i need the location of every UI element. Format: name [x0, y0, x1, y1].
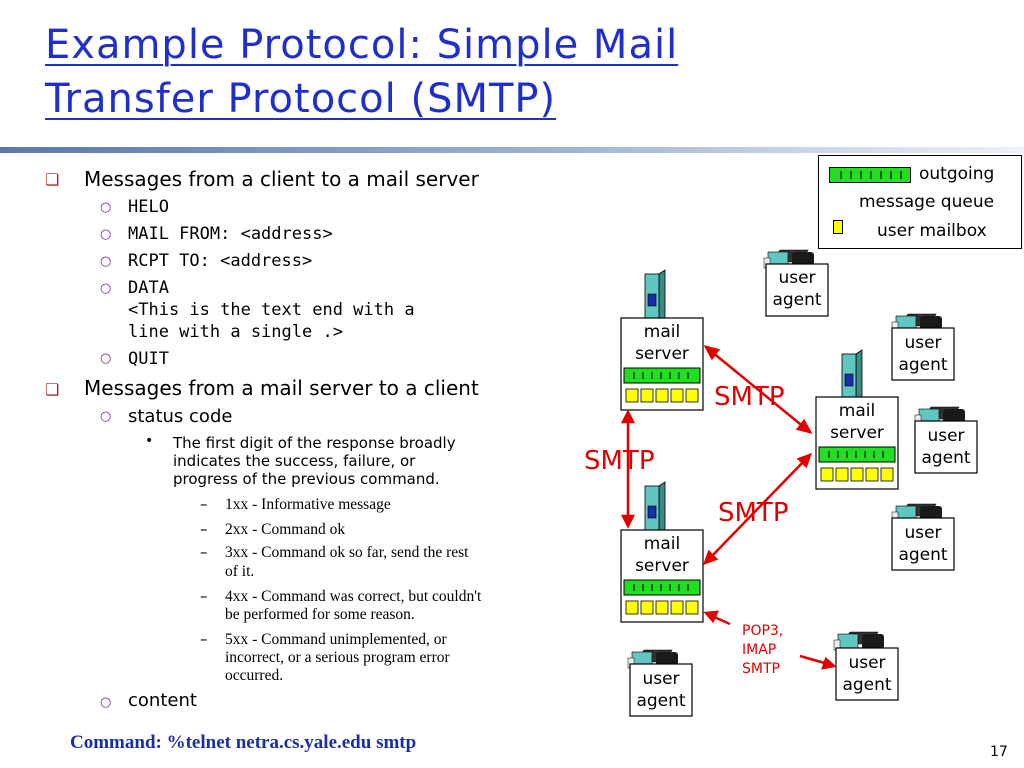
- code-2xx: 2xx - Command ok: [225, 521, 346, 538]
- smtp-label-top: SMTP: [714, 382, 785, 412]
- first-digit-line-3: progress of the previous command.: [173, 470, 440, 488]
- legend-outgoing: outgoing: [919, 164, 995, 184]
- status-code-label: status code: [128, 406, 233, 427]
- client-heading: Messages from a client to a mail server: [84, 167, 479, 191]
- slide-title: Example Protocol: Simple Mail Transfer P…: [45, 18, 945, 126]
- circle-bullet-icon: ○: [100, 351, 112, 366]
- command-quit: QUIT: [128, 349, 169, 369]
- circle-bullet-icon: ○: [100, 281, 112, 296]
- code-4xx-line-2: be performed for some reason.: [225, 606, 415, 623]
- command-helo: HELO: [128, 197, 169, 217]
- circle-bullet-icon: ○: [100, 695, 112, 710]
- user-agent-top-label: user agent: [772, 268, 822, 310]
- smtp-label-left: SMTP: [584, 446, 655, 476]
- user-agent-bottom-right-label: user agent: [842, 653, 892, 695]
- code-5xx-line-2: incorrect, or a serious program error: [225, 649, 450, 666]
- mail-server-bottom-label: mail server: [635, 534, 689, 576]
- title-line-1: Example Protocol: Simple Mail: [45, 22, 679, 68]
- square-bullet-icon: ❏: [45, 380, 60, 399]
- title-line-2: Transfer Protocol (SMTP): [45, 76, 557, 122]
- mail-server-right-label: mail server: [830, 401, 884, 443]
- pop-imap-smtp-label: POP3, IMAP SMTP: [742, 623, 784, 677]
- mail-server-top-label: mail server: [635, 322, 689, 364]
- dash-bullet-icon: –: [200, 495, 208, 513]
- dash-bullet-icon: –: [200, 630, 208, 648]
- telnet-command: Command: %telnet netra.cs.yale.edu smtp: [70, 732, 417, 753]
- smtp-diagram: [620, 249, 978, 717]
- command-rcpt-to: RCPT TO: <address>: [128, 251, 313, 271]
- user-agent-right-1-label: user agent: [898, 333, 948, 375]
- dot-bullet-icon: •: [145, 433, 154, 449]
- circle-bullet-icon: ○: [100, 200, 112, 215]
- page-number: 17: [990, 744, 1008, 760]
- code-3xx-line-2: of it.: [225, 563, 255, 580]
- user-mailbox-icon: [833, 220, 843, 234]
- square-bullet-icon: ❏: [45, 170, 60, 189]
- user-agent-right-3-label: user agent: [898, 523, 948, 565]
- command-data: DATA: [128, 278, 169, 298]
- dash-bullet-icon: –: [200, 543, 208, 561]
- dash-bullet-icon: –: [200, 587, 208, 605]
- first-digit-line-2: indicates the success, failure, or: [173, 452, 416, 470]
- legend: outgoing message queue user mailbox: [818, 155, 1022, 249]
- code-5xx: 5xx - Command unimplemented, or: [225, 631, 447, 648]
- code-1xx: 1xx - Informative message: [225, 496, 391, 513]
- code-3xx: 3xx - Command ok so far, send the rest: [225, 544, 469, 561]
- smtp-arrows: [620, 345, 837, 670]
- data-description-1: <This is the text end with a: [128, 300, 415, 320]
- legend-message-queue: message queue: [859, 192, 995, 212]
- outgoing-queue-icon: [829, 167, 911, 183]
- legend-user-mailbox: user mailbox: [877, 221, 987, 241]
- first-digit-line-1: The first digit of the response broadly: [173, 434, 456, 452]
- dash-bullet-icon: –: [200, 520, 208, 538]
- title-divider: [0, 147, 1024, 153]
- server-heading: Messages from a mail server to a client: [84, 376, 479, 400]
- code-4xx: 4xx - Command was correct, but couldn't: [225, 588, 482, 605]
- user-agent-bottom-left-label: user agent: [636, 669, 686, 711]
- code-5xx-line-3: occurred.: [225, 667, 284, 684]
- smtp-label-bottom: SMTP: [718, 498, 789, 528]
- content-label: content: [128, 690, 197, 711]
- data-description-2: line with a single .>: [128, 322, 343, 342]
- circle-bullet-icon: ○: [100, 409, 112, 424]
- command-mail-from: MAIL FROM: <address>: [128, 224, 333, 244]
- circle-bullet-icon: ○: [100, 227, 112, 242]
- circle-bullet-icon: ○: [100, 254, 112, 269]
- user-agent-right-2-label: user agent: [921, 426, 971, 468]
